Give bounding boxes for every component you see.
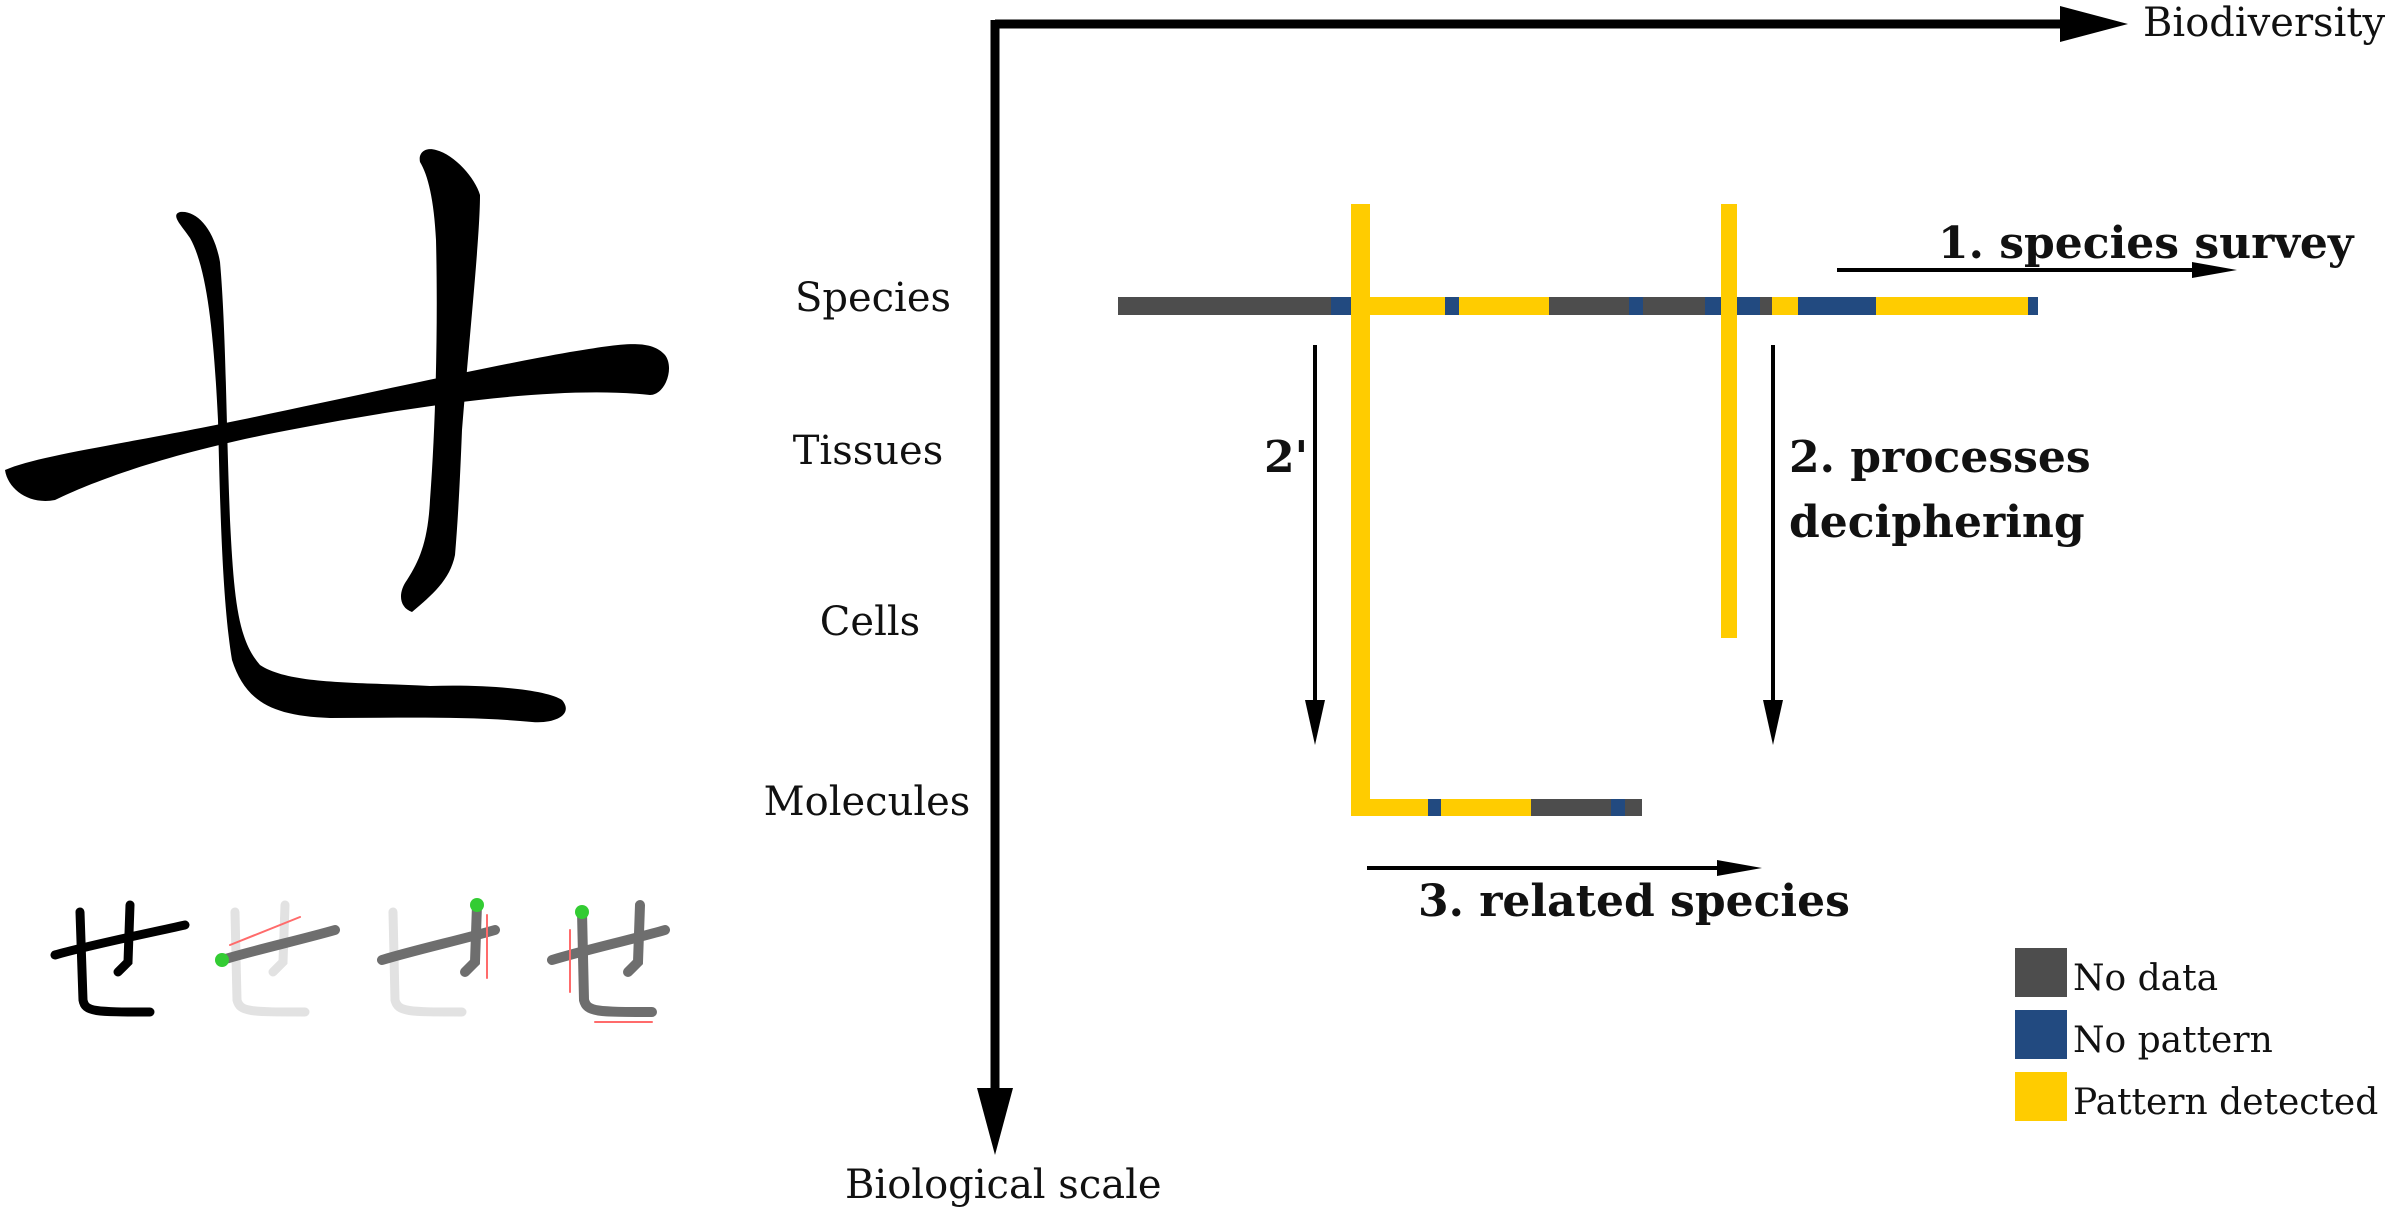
processes-arrow: [1763, 345, 1783, 745]
species-survey-label: 1. species survey: [1938, 218, 2355, 269]
processes-label-line1: 2. processes: [1789, 432, 2091, 483]
segment-no-data: [1118, 297, 1331, 315]
segment-pattern-detected: [1876, 297, 2028, 315]
stroke-step-1-icon: [50, 900, 190, 1017]
segment-no-pattern: [1611, 799, 1625, 816]
legend-swatch-no-pattern: [2015, 1010, 2067, 1059]
segment-no-data: [1643, 297, 1705, 315]
legend-swatch-no-data: [2015, 948, 2067, 997]
segment-no-data: [1531, 799, 1611, 816]
related-species-label: 3. related species: [1418, 876, 1850, 927]
processes-label-line2: deciphering: [1789, 497, 2085, 548]
segment-no-data: [1549, 297, 1629, 315]
segment-pattern-detected: [1351, 799, 1428, 816]
segment-no-pattern: [1798, 297, 1876, 315]
segment-no-data: [1760, 297, 1772, 315]
legend-swatch-pattern-detected: [2015, 1072, 2067, 1121]
scale-level-cells: Cells: [820, 599, 920, 645]
scale-levels: Species Tissues Cells Molecules: [764, 275, 971, 825]
y-axis-label: Biological scale: [845, 1162, 1162, 1208]
pattern-path-left: [1351, 204, 1370, 816]
segment-pattern-detected: [1772, 297, 1798, 315]
segment-pattern-detected: [1459, 297, 1549, 315]
alt-path-arrow: [1305, 345, 1325, 745]
katakana-se-icon: [5, 149, 670, 723]
segment-no-pattern: [2028, 297, 2038, 315]
molecules-bar: [1351, 799, 1642, 816]
axes: Biodiversity Biological scale: [845, 0, 2385, 1208]
y-axis-arrow-icon: [977, 1088, 1013, 1155]
segment-no-pattern: [1445, 297, 1459, 315]
segment-no-pattern: [1629, 297, 1643, 315]
scale-level-species: Species: [795, 275, 951, 321]
legend-label-pattern-detected: Pattern detected: [2073, 1082, 2378, 1123]
scale-level-molecules: Molecules: [764, 779, 971, 825]
pattern-path-right: [1721, 204, 1737, 638]
legend: No data No pattern Pattern detected: [2015, 948, 2378, 1123]
x-axis-arrow-icon: [2060, 6, 2128, 42]
stroke-order-icon: [50, 898, 670, 1023]
scale-level-tissues: Tissues: [793, 428, 944, 474]
legend-label-no-pattern: No pattern: [2073, 1020, 2273, 1061]
x-axis-label: Biodiversity: [2143, 0, 2385, 46]
species-survey-arrow: [1837, 262, 2237, 278]
stroke-step-4-icon: [547, 900, 670, 1023]
segment-no-data: [1625, 799, 1642, 816]
alt-path-label: 2': [1264, 432, 1308, 483]
species-bar: [1118, 297, 2038, 315]
segment-pattern-detected: [1353, 297, 1445, 315]
segment-no-pattern: [1428, 799, 1441, 816]
legend-label-no-data: No data: [2073, 958, 2218, 999]
stroke-step-2-icon: [215, 900, 340, 1017]
related-species-arrow: [1367, 860, 1762, 876]
segment-pattern-detected: [1441, 799, 1531, 816]
stroke-step-3-icon: [377, 898, 500, 1017]
segment-no-pattern: [1331, 297, 1353, 315]
